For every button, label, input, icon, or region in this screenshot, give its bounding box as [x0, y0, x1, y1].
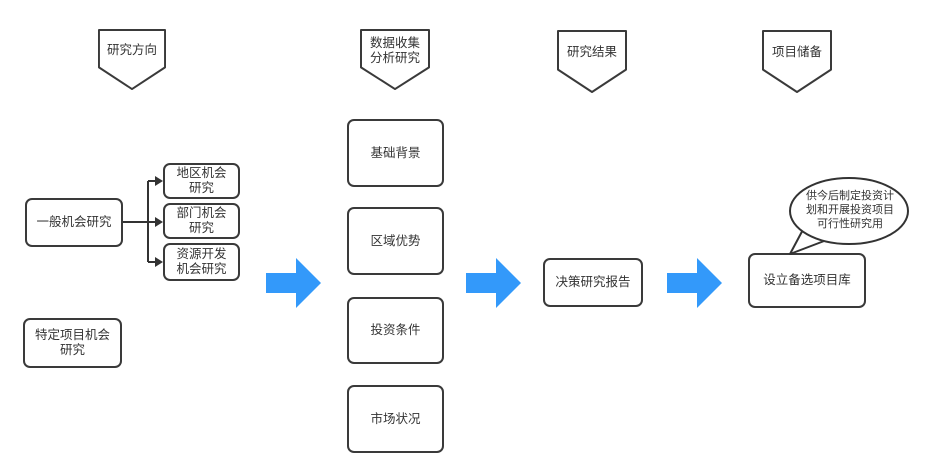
- pennant-shape-icon: [762, 30, 832, 93]
- pennant-shape-icon: [557, 30, 627, 93]
- callout-note: 供今后制定投资计 划和开展投资项目 可行性研究用: [806, 190, 894, 230]
- node-decision-research-report: 决策研究报告: [543, 258, 643, 307]
- node-market-conditions: 市场状况: [347, 385, 444, 453]
- node-resource-development-opportunity-research: 资源开发 机会研究: [163, 243, 240, 281]
- speech-bubble-icon: [789, 177, 909, 255]
- flow-arrow-icon: [466, 258, 521, 308]
- banner-research-result: 研究结果: [557, 30, 627, 93]
- node-candidate-project-library: 设立备选项目库: [748, 253, 866, 308]
- node-basic-background: 基础背景: [347, 119, 444, 187]
- banner-data-collection-analysis: 数据收集 分析研究: [360, 29, 430, 90]
- banner-label: 研究结果: [566, 45, 617, 60]
- node-investment-conditions: 投资条件: [347, 297, 444, 364]
- banner-research-direction: 研究方向: [98, 29, 166, 90]
- banner-project-reserve: 项目储备: [762, 30, 832, 93]
- node-regional-advantage: 区域优势: [347, 207, 444, 275]
- node-specific-project-opportunity-research: 特定项目机会 研究: [23, 318, 122, 368]
- node-sector-opportunity-research: 部门机会 研究: [163, 203, 240, 239]
- banner-label: 数据收集 分析研究: [369, 35, 420, 65]
- branch-connector-arrows-icon: [123, 176, 163, 267]
- flow-arrow-icon: [667, 258, 722, 308]
- banner-label: 项目储备: [771, 45, 822, 60]
- node-regional-opportunity-research: 地区机会 研究: [163, 163, 240, 199]
- node-general-opportunity-research: 一般机会研究: [25, 198, 123, 247]
- flow-arrow-icon: [266, 258, 321, 308]
- banner-label: 研究方向: [106, 43, 157, 58]
- pennant-shape-icon: [98, 29, 166, 90]
- pennant-shape-icon: [360, 29, 430, 90]
